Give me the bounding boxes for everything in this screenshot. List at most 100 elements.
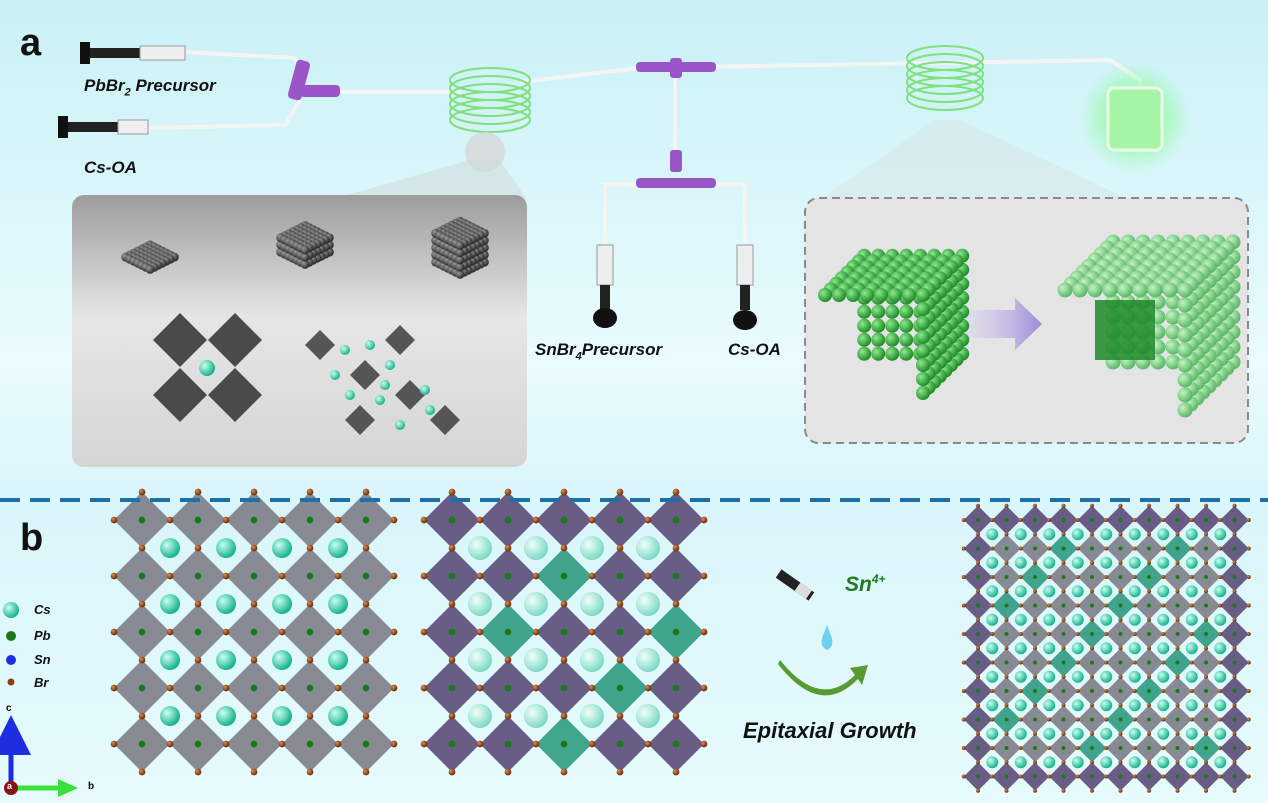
br-atom [700,740,708,748]
cs-atom [1157,585,1170,598]
cs-atom [580,704,604,728]
cs-atom [1043,756,1056,769]
cs-atom [580,536,604,560]
pbbr2-precursor-label: PbBr2 Precursor [84,76,216,99]
br-atom [1047,717,1052,722]
cs-atom [272,706,292,726]
br-atom [1132,746,1137,750]
br-atom [420,740,428,748]
br-atom [1104,746,1109,750]
b-site-atom [1232,746,1237,750]
br-atom [1246,660,1251,665]
br-atom [532,740,540,748]
br-atom [1075,603,1080,608]
br-atom [1047,774,1052,779]
cs-atom [1214,528,1227,541]
cs-atom [1071,613,1084,626]
cs-atom [986,613,999,626]
br-atom [1090,560,1094,565]
sn-syringe-icon [775,569,815,601]
nanocube-sphere [871,318,886,333]
br-atom [976,731,980,736]
br-atom [1132,632,1137,636]
br-atom [1104,546,1109,551]
cs-atom [986,699,999,712]
b-site-atom [1147,717,1151,722]
shell-sphere [1177,357,1193,373]
br-atom [1204,731,1208,736]
cs-atom [1128,528,1141,541]
nanocube-sphere [871,304,886,319]
br-atom [110,516,118,524]
br-atom [1090,760,1094,765]
cs-atom [1100,699,1113,712]
b-site-atom [194,572,202,580]
br-atom [1075,518,1080,522]
br-atom [990,746,995,750]
br-atom [961,546,966,551]
cs-atom [199,360,215,376]
shell-sphere [1177,282,1193,298]
b-site-atom [976,603,980,608]
b-site-atom [448,684,456,692]
br-atom [1246,603,1251,608]
br-atom [1090,703,1094,708]
br-atom [1147,560,1151,565]
cs-atom [216,594,236,614]
br-atom [1104,774,1109,779]
br-atom [1004,674,1009,679]
br-atom [961,660,966,665]
b-site-atom [616,516,624,524]
br-atom [390,572,398,580]
cs-atom [1071,642,1084,655]
cs-atom [1157,756,1170,769]
cs-atom [524,704,548,728]
b-site-atom [1232,689,1237,693]
br-atom [1075,689,1080,693]
cs-atom [1157,727,1170,740]
br-atom [1061,703,1066,708]
br-atom [334,628,342,636]
nanocube-sphere [857,346,872,361]
cs-atom [986,642,999,655]
br-atom [976,646,980,651]
cs-atom [216,650,236,670]
b-site-atom [250,684,258,692]
br-atom [1175,646,1180,651]
br-atom [250,656,258,664]
b-site-atom [1033,518,1037,522]
br-atom [1175,589,1180,594]
br-atom [1204,788,1208,793]
cs-atom [365,340,375,350]
br-atom [1132,717,1137,722]
b-site-atom [1033,546,1037,551]
br-atom [222,628,230,636]
b-site-atom [1175,603,1180,608]
br-atom [616,600,624,608]
br-atom [138,544,146,552]
cs-atom [1157,613,1170,626]
cs-atom [1185,556,1198,569]
b-site-atom [1033,632,1037,636]
shell-sphere [1165,339,1181,355]
br-atom [1061,760,1066,765]
br-atom [138,712,146,720]
b-site-atom [1061,518,1066,522]
br-atom [1189,518,1194,522]
br-atom [1004,503,1009,508]
cs-atom [1043,642,1056,655]
cs-atom [580,592,604,616]
b-site-atom [138,516,146,524]
nanocube-sphere [885,346,900,361]
br-atom [1033,503,1037,508]
crystal-axes [0,715,78,797]
cs-atom [1100,670,1113,683]
cs-atom [1185,585,1198,598]
br-atom [194,768,202,776]
cs-atom [216,538,236,558]
cs-atom [1043,585,1056,598]
br-atom [1246,632,1251,636]
b-site-atom [504,684,512,692]
br-atom [1061,788,1066,793]
br-atom [476,516,484,524]
